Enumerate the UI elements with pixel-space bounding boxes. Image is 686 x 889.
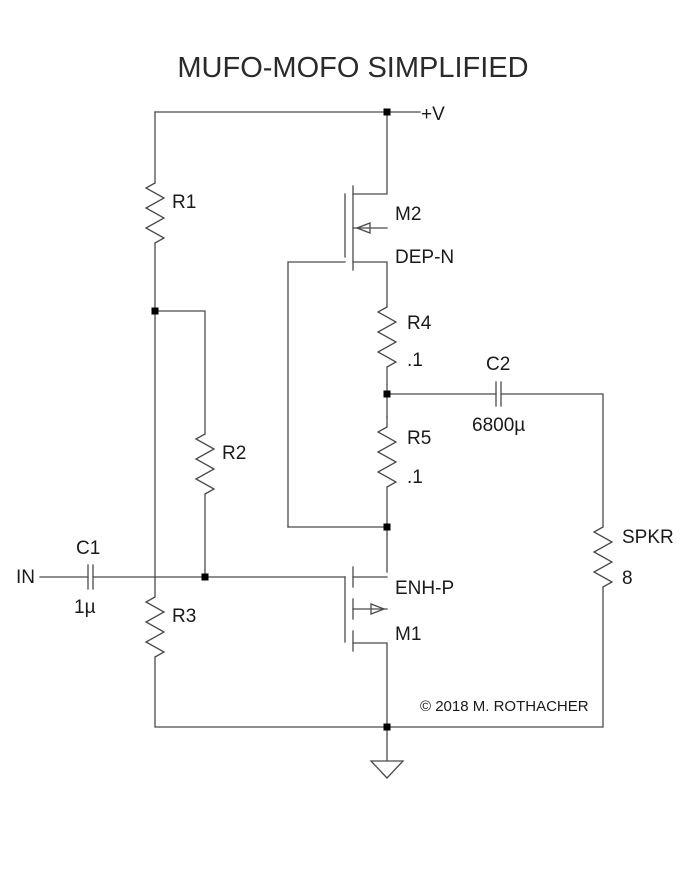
diagram-title: MUFO-MOFO SIMPLIFIED bbox=[177, 52, 528, 84]
wire-m1-drain bbox=[352, 642, 388, 761]
m2-label: M2 bbox=[395, 204, 421, 225]
junction-ground bbox=[383, 723, 391, 731]
spkr-value: 8 bbox=[622, 568, 633, 589]
resistor-r1 bbox=[144, 182, 166, 244]
copyright-text: © 2018 M. ROTHACHER bbox=[420, 698, 589, 715]
r2-label: R2 bbox=[222, 443, 246, 464]
junction-top bbox=[383, 108, 391, 116]
wire-r2-top bbox=[154, 310, 206, 435]
junction-output bbox=[383, 390, 391, 398]
wire-m2-source bbox=[352, 261, 388, 308]
c1-label: C1 bbox=[76, 538, 100, 559]
resistor-r2 bbox=[194, 433, 216, 495]
resistor-r5 bbox=[376, 426, 398, 488]
junction-gate-feedback bbox=[383, 523, 391, 531]
r5-label: R5 bbox=[407, 428, 431, 449]
c1-value: 1µ bbox=[74, 597, 96, 618]
wire-spkr-bottom bbox=[386, 586, 604, 728]
r4-value: .1 bbox=[407, 350, 423, 371]
junction-r1-r2 bbox=[151, 307, 159, 315]
r4-label: R4 bbox=[407, 313, 432, 334]
resistor-r3 bbox=[144, 596, 166, 658]
m1-label: M1 bbox=[395, 624, 421, 645]
wire-c2-right bbox=[500, 393, 604, 528]
resistor-r4 bbox=[376, 306, 398, 368]
m2-type: DEP-N bbox=[395, 247, 454, 268]
r3-label: R3 bbox=[172, 606, 196, 627]
m1-arrow bbox=[370, 603, 386, 615]
m1-type: ENH-P bbox=[395, 578, 454, 599]
speaker-spkr bbox=[592, 526, 614, 588]
wire-m2-gate bbox=[287, 261, 346, 528]
c2-label: C2 bbox=[486, 354, 510, 375]
ground-symbol bbox=[369, 760, 405, 779]
supply-label: +V bbox=[421, 104, 445, 125]
spkr-label: SPKR bbox=[622, 527, 674, 548]
r1-label: R1 bbox=[172, 192, 196, 213]
wire-m2-drain bbox=[352, 111, 388, 195]
wire-left-bottom bbox=[154, 656, 388, 728]
junction-input-bias bbox=[201, 573, 209, 581]
m2-arrow bbox=[355, 222, 371, 234]
input-label: IN bbox=[16, 567, 35, 588]
c2-value: 6800µ bbox=[472, 415, 525, 436]
r5-value: .1 bbox=[407, 467, 423, 488]
